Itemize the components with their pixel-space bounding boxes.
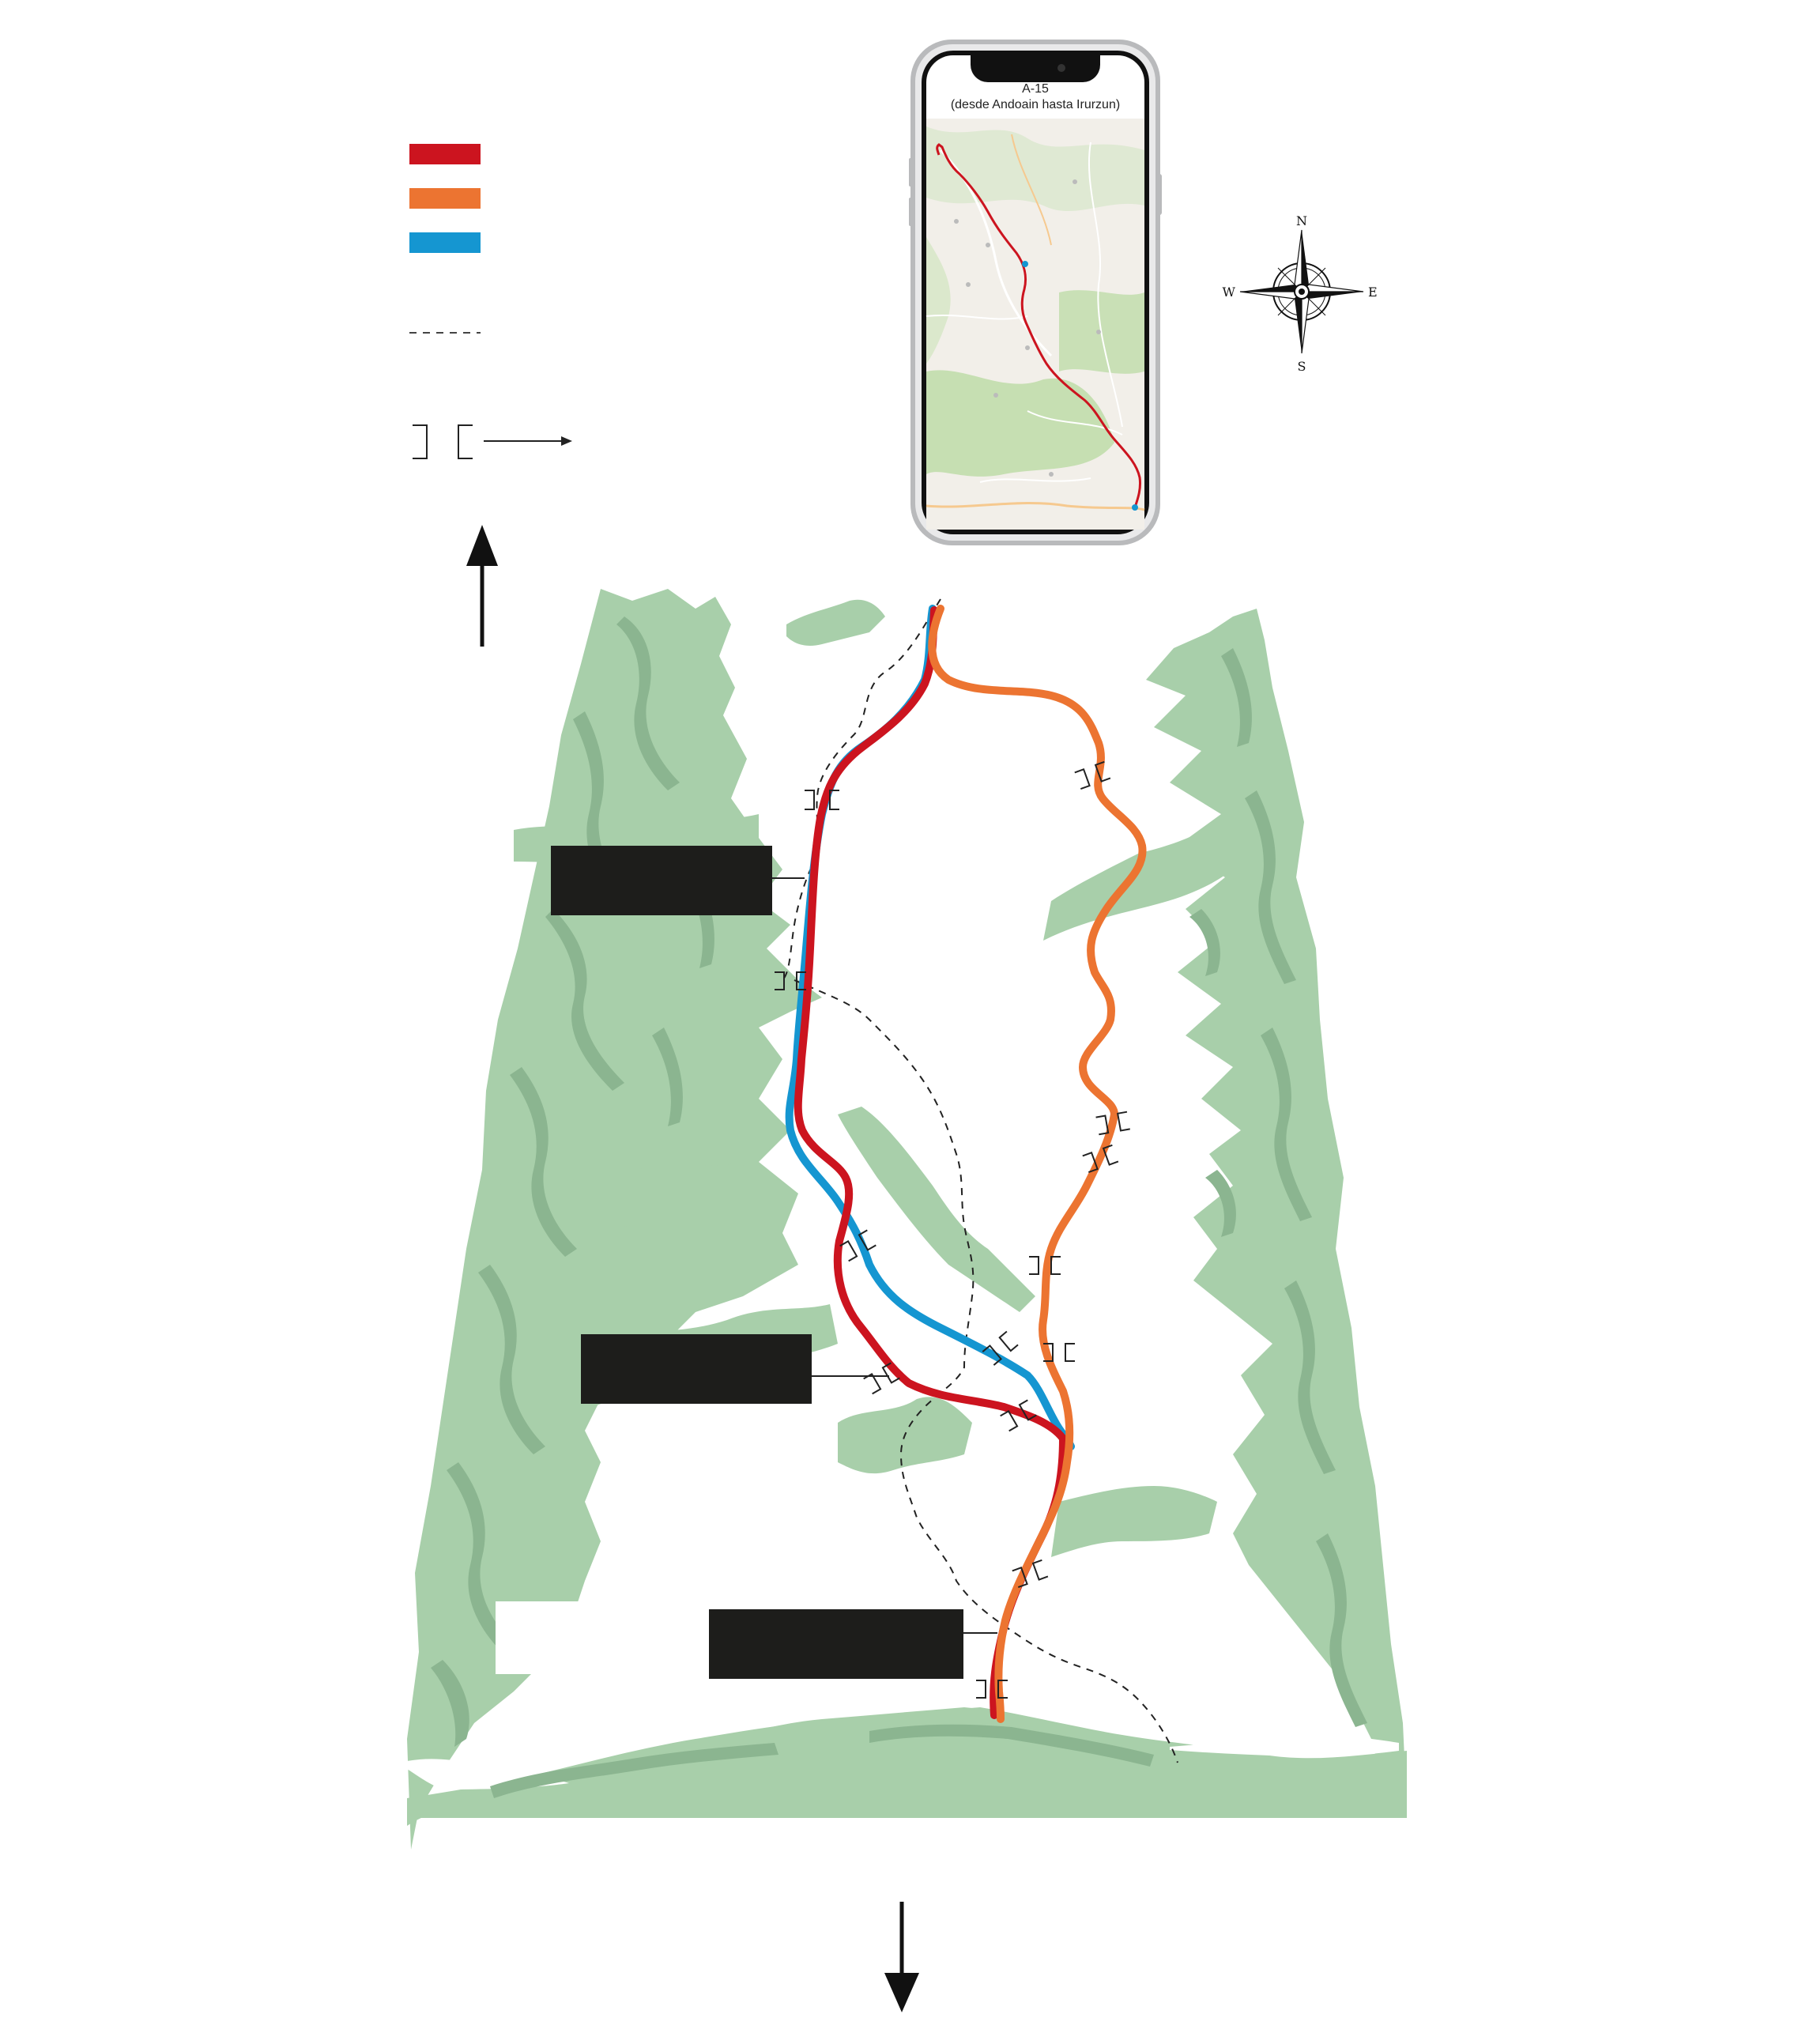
bridge-marker: [839, 1229, 876, 1262]
bridge-marker: [1095, 1111, 1130, 1136]
callout-boxes: [551, 846, 997, 1679]
bridge-marker: [1029, 1256, 1061, 1275]
arrow-down-icon: [884, 1973, 919, 2012]
phone-route-end: [1132, 504, 1138, 511]
phone-route-line: [936, 143, 1141, 508]
bridge-marker: [1000, 1399, 1037, 1432]
ridge-center-spur: [838, 1107, 1035, 1312]
phone-mini-map: [926, 119, 1145, 530]
bridge-marker: [976, 1680, 1008, 1699]
legend-swatch-blue: [409, 232, 481, 253]
dashed-trail: [782, 598, 1178, 1763]
compass-rose: N S E W: [1223, 213, 1378, 374]
south-arrow: [884, 1902, 919, 2012]
compass-north-label: N: [1296, 213, 1307, 228]
legend-bridge-symbol: [413, 424, 473, 459]
callout-box-lower: [709, 1609, 963, 1679]
bridge-marker: [1012, 1559, 1049, 1589]
phone-route-waypoint: [1022, 261, 1028, 267]
bridge-marker: [1082, 1144, 1119, 1174]
arrow-up-icon: [466, 525, 498, 566]
bridge-marker: [805, 790, 839, 810]
bridge-marker: [1043, 1343, 1075, 1362]
callout-box-upper: [551, 846, 772, 915]
compass-west-label: W: [1223, 285, 1236, 300]
compass-south-label: S: [1298, 359, 1306, 374]
ground-gap-right: [1170, 1735, 1399, 1757]
mountain-folds: [431, 617, 1367, 1798]
legend-arrow-head-icon: [561, 436, 572, 446]
compass-east-label: E: [1368, 285, 1378, 300]
bridge-marker: [1074, 760, 1111, 790]
bridge-marker: [775, 971, 806, 990]
callout-box-middle: [581, 1334, 812, 1404]
route-red: [794, 606, 1067, 1719]
phone-mockup: A-15 (desde Andoain hasta Irurzun): [909, 40, 1162, 545]
phone-title-line1: A-15: [1022, 82, 1049, 96]
ridge-left-mid: [490, 1162, 751, 1233]
phone-title-line2: (desde Andoain hasta Irurzun): [951, 98, 1120, 111]
north-arrow: [466, 525, 498, 647]
route-orange: [928, 605, 1147, 1723]
blank-panel: [496, 1601, 699, 1674]
ridge-lower-right: [1051, 1486, 1217, 1557]
ridge-top-small: [786, 599, 885, 646]
phone-notch: [971, 55, 1100, 82]
ridge-upper-right: [1043, 822, 1233, 941]
bridge-markers: [775, 760, 1130, 1699]
legend-swatch-red: [409, 144, 481, 164]
legend-swatch-orange: [409, 188, 481, 209]
compass-cardinal-points: [1239, 229, 1364, 354]
legend: [409, 144, 572, 459]
bridge-marker: [982, 1330, 1019, 1366]
route-lines: [785, 605, 1147, 1723]
ground-base: [407, 1707, 1407, 1818]
mountain-range-right: [1146, 609, 1407, 1818]
